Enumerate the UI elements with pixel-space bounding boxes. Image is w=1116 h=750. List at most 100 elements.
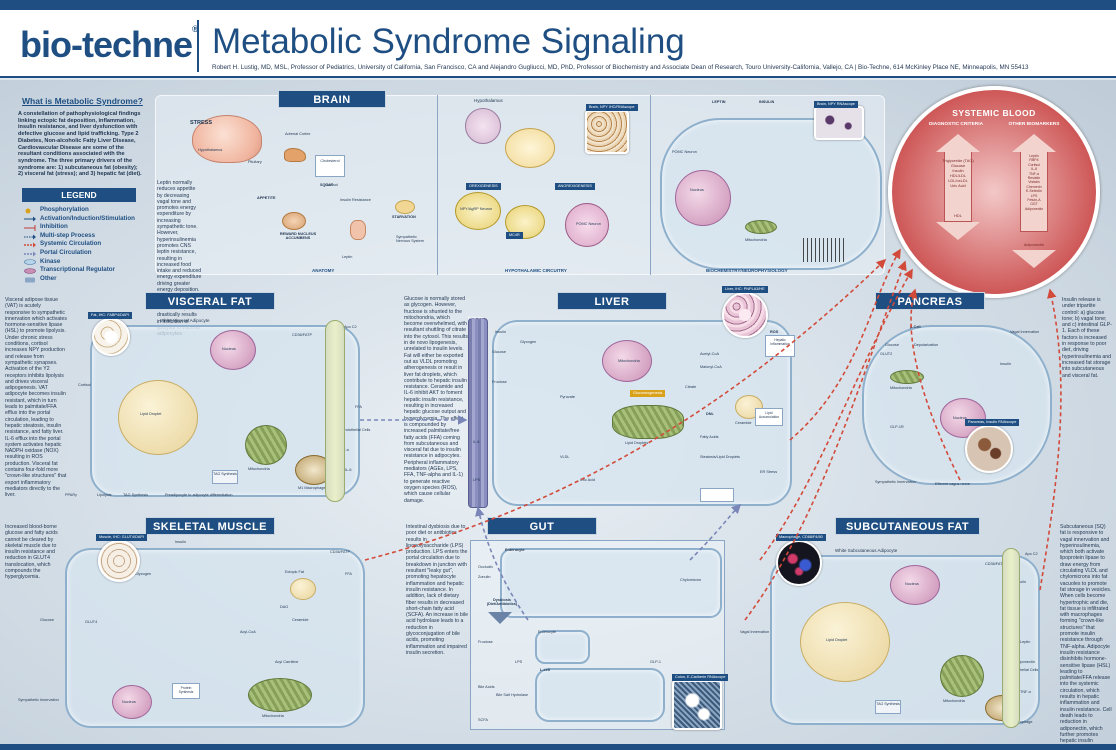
muscle-mito-label: Mitochondria	[262, 714, 284, 718]
legend-item: Phosphorylation	[24, 206, 154, 215]
activation-arrow-icon	[24, 216, 36, 222]
action-potential-trace	[803, 238, 847, 262]
pancreas-depolarization: Depolarization	[914, 343, 939, 347]
legend-item: Transcriptional Regulator	[24, 266, 154, 275]
liver-vldl: ROS	[770, 330, 779, 334]
section-tag-subcutaneous-fat[interactable]: SUBCUTANEOUS FAT	[835, 517, 980, 535]
legend-label: Transcriptional Regulator	[40, 266, 115, 274]
adrenal-gland-illustration	[284, 148, 306, 162]
visceral-mito-label: Mitochondria	[248, 467, 270, 471]
pomc-neuron-right	[565, 203, 609, 247]
liver-mitochondria	[612, 405, 684, 439]
gut-fructose: Fructose	[478, 640, 493, 644]
muscle-acylcarnitine: Acyl Carnitine	[275, 660, 299, 664]
visceral-nucleus-label: Nucleus	[222, 347, 236, 351]
legend-label: Activation/Induction/Stimulation	[40, 214, 135, 222]
biochem-nucleus	[675, 170, 731, 226]
pancreas-illustration	[350, 220, 366, 240]
sns-label: Sympathetic Nervous System	[396, 235, 424, 243]
visceral-ffa: FFA	[355, 405, 362, 409]
insulin-receptor-label: INSULIN	[759, 100, 775, 104]
muscle-ihc-image	[98, 540, 140, 582]
starvation-label: STARVATION	[392, 215, 416, 219]
page-title: Metabolic Syndrome Signaling	[212, 22, 685, 61]
section-tag-skeletal-muscle[interactable]: SKELETAL MUSCLE	[145, 517, 275, 535]
gut-chylomicron: Chylomicron	[680, 578, 702, 582]
muscle-glycogen: Glycogen	[135, 572, 152, 576]
section-tag-brain[interactable]: BRAIN	[278, 90, 386, 108]
pancreas-glucose: Glucose	[885, 343, 899, 347]
insulin-resistance-label: Insulin Resistance	[340, 198, 371, 202]
gut-bile-salt-hydrolase: Bile Salt Hydrolase	[496, 693, 529, 697]
muscle-ffa: FFA	[345, 572, 352, 576]
subq-leptin: Leptin	[1020, 640, 1031, 644]
subq-cd36: CD36/FATP	[985, 562, 1005, 566]
pancreas-glut2: GLUT2	[880, 352, 893, 356]
liver-ihc-image	[722, 292, 768, 338]
gut-note: Intestinal dysbiosis due to poor diet or…	[406, 524, 468, 656]
pancreas-vagal: Vagal Innervation	[1010, 330, 1040, 334]
pancreas-image-tag: Pancreas, Insulin RNAscope	[965, 419, 1020, 426]
gut-glp1: GLP-1	[650, 660, 661, 664]
muscle-protein-synthesis-box: Protein Synthesis	[172, 683, 200, 699]
liver-inflammation-box: Lipid Accumulation	[755, 408, 783, 426]
leptin-receptor-label: LEPTIN	[712, 100, 726, 104]
inhibition-icon	[24, 224, 36, 231]
subq-nucleus-label: Nucleus	[905, 582, 919, 586]
biomarker-down-arrow	[1012, 250, 1056, 268]
subq-insulin: Insulin	[1015, 580, 1026, 584]
visceral-mitochondria	[245, 425, 287, 465]
cortisol-label: Cortisol	[325, 183, 338, 187]
section-tag-pancreas[interactable]: PANCREAS	[875, 292, 985, 310]
hypothalamic-neuron	[505, 128, 555, 168]
systemic-blood-circle: SYSTEMIC BLOOD DIAGNOSTIC CRITERIA OTHER…	[888, 86, 1100, 298]
biomarker-items: Leptin RBP4 Cortisol IL-6 TNF-α Resistin…	[1024, 154, 1044, 211]
brain-divider-1	[437, 95, 438, 275]
visceral-macrophage-label: M1 Macrophage	[298, 486, 326, 490]
subq-tnf: TNF-α	[1020, 690, 1031, 694]
header-divider	[197, 20, 199, 72]
visceral-lipid-label: Lipid Droplet	[140, 412, 162, 416]
liver-steatosis-label: Hepatic Inflammation	[770, 338, 790, 346]
subq-apoc2: Apo C2	[1025, 552, 1038, 556]
visceral-lipid-droplet	[118, 380, 198, 455]
section-tag-liver[interactable]: LIVER	[557, 292, 667, 310]
liver-insulin: Insulin	[495, 330, 506, 334]
liver-glucose: Glucose	[492, 350, 506, 354]
subq-adipocyte-label: White Subcutaneous Adipocyte	[835, 548, 898, 553]
subq-lipid-droplet	[800, 602, 890, 682]
intro-text: A constellation of pathophysiological fi…	[18, 111, 142, 178]
liver-uric-acid: Steatosis/Lipid Droplets	[700, 455, 740, 459]
muscle-insulin: Insulin	[175, 540, 186, 544]
visceral-foot-preadipocyte: Preadipocyte to adipocyte differentiatio…	[165, 493, 233, 497]
visceral-cd36: CD36/FATP	[292, 333, 312, 337]
section-tag-gut[interactable]: GUT	[487, 517, 597, 535]
section-tag-visceral-fat[interactable]: VISCERAL FAT	[145, 292, 275, 310]
logo-text: bio-techne	[20, 24, 193, 65]
other-biomarkers-label: OTHER BIOMARKERS	[1008, 122, 1060, 127]
diagnostic-arrow-body	[944, 152, 972, 222]
transcriptional-regulator-icon	[24, 268, 36, 274]
liver-ceramide: VLDL	[560, 455, 570, 459]
visceral-apoc2: Apo C2	[344, 325, 357, 329]
diagnostic-criteria-label: DIAGNOSTIC CRITERIA	[928, 122, 984, 127]
pancreas-mito-label: Mitochondria	[890, 386, 912, 390]
liver-mito-label: Lipid Droplets	[625, 441, 649, 445]
visceral-il6: IL-6	[345, 468, 352, 472]
subq-macrophage-image	[776, 540, 822, 586]
biomarker-up-arrow	[1012, 134, 1056, 152]
visceral-tag-synthesis-label: TAG Synthesis	[213, 472, 237, 476]
muscle-ceramide: Ceramide	[292, 618, 309, 622]
visceral-blood-vessel	[325, 320, 345, 502]
bio-techne-logo[interactable]: bio-techne®	[20, 24, 199, 65]
brain-ihc-tag: Brain, NPY IHC/RNAscope	[586, 104, 638, 111]
biomarker-low-label: Adiponectin	[1023, 242, 1045, 247]
liver-glycogen: Glycogen	[520, 340, 537, 344]
brain-rnascope-image	[814, 106, 864, 140]
hypothalamic-caption: HYPOTHALAMIC CIRCUITRY	[505, 268, 567, 273]
muscle-ihc-tag: Muscle, IHC: GLUT4/DAPI	[96, 534, 147, 541]
biochem-nucleus-label: Nucleus	[690, 188, 704, 192]
legend-label: Portal Circulation	[40, 248, 92, 256]
liver-fructose: Fructose	[492, 380, 507, 384]
intro-heading: What is Metabolic Syndrome?	[22, 96, 143, 106]
